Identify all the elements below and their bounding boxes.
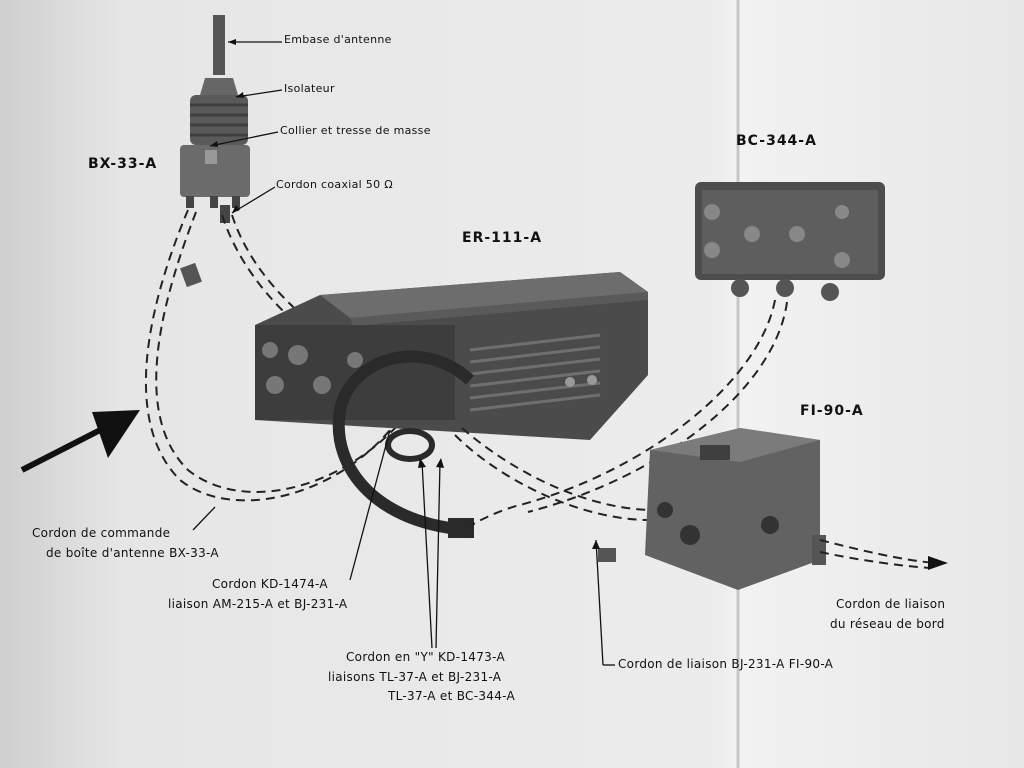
leader-arrowheads <box>210 39 600 549</box>
er111-device <box>255 272 648 440</box>
label-fi90: FI-90-A <box>800 403 864 419</box>
label-reseau-line1: Cordon de liaison <box>836 597 946 611</box>
cable-kd1474 <box>332 350 475 536</box>
label-kd1473-line3: TL-37-A et BC-344-A <box>388 689 516 703</box>
label-isolateur: Isolateur <box>284 82 335 95</box>
cable-bj231 <box>454 427 656 521</box>
label-bc344: BC-344-A <box>736 133 817 149</box>
label-embase: Embase d'antenne <box>284 33 392 46</box>
label-kd1473-line1: Cordon en "Y" KD-1473-A <box>346 650 505 664</box>
label-kd1473-line2: liaisons TL-37-A et BJ-231-A <box>328 670 502 684</box>
leader-lines <box>192 41 615 666</box>
bc344-device <box>695 182 885 301</box>
label-kd1474-line1: Cordon KD-1474-A <box>212 577 328 591</box>
label-collier: Collier et tresse de masse <box>280 124 431 137</box>
cable-kd1474-plug <box>448 518 474 538</box>
label-er111: ER-111-A <box>462 230 543 246</box>
label-cordon-coax: Cordon coaxial 50 Ω <box>276 178 393 191</box>
antenna-bx33-device <box>180 15 250 288</box>
label-reseau-line2: du réseau de bord <box>830 617 945 631</box>
label-cmd-line2: de boîte d'antenne BX-33-A <box>46 546 219 560</box>
label-cmd-line1: Cordon de commande <box>32 526 171 540</box>
label-bx33: BX-33-A <box>88 156 158 172</box>
cable-cmd-bx33 <box>145 209 399 502</box>
arrow-pointer-icon <box>20 410 140 473</box>
fi90-device <box>598 428 826 590</box>
arrow-right-icon <box>928 556 948 570</box>
cable-bc344 <box>471 299 788 526</box>
cable-y-loop <box>385 428 435 462</box>
label-bj231-fi90: Cordon de liaison BJ-231-A FI-90-A <box>618 657 834 671</box>
label-kd1474-line2: liaison AM-215-A et BJ-231-A <box>168 597 348 611</box>
cable-reseau <box>819 539 936 569</box>
